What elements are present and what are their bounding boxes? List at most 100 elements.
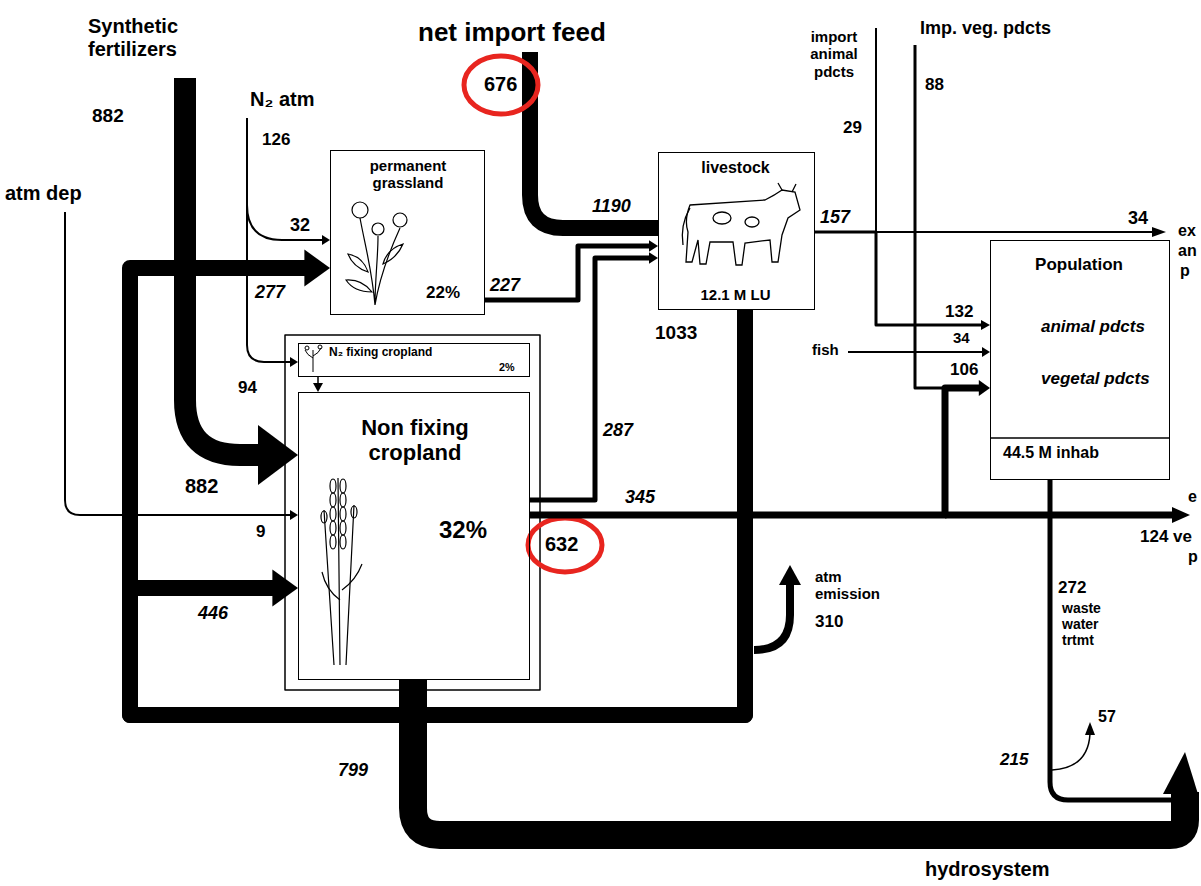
text-slot: Non fixing cropland: [335, 415, 495, 466]
flow-line: [815, 232, 983, 325]
arrowhead: [981, 320, 990, 330]
text-slot: 272: [1058, 578, 1086, 598]
text-slot: N₂ fixing cropland: [329, 346, 432, 360]
flow-value: 215: [1000, 750, 1028, 770]
legume-icon: [305, 345, 322, 372]
treatment-flow: [1052, 734, 1090, 770]
text-slot: vegetal pdcts: [1041, 369, 1150, 389]
cropland-frame: [285, 335, 540, 690]
text-slot: 446: [198, 603, 228, 624]
text-slot: 34: [1128, 208, 1148, 229]
text-slot: 277: [255, 282, 285, 303]
flow-name: fish: [812, 341, 839, 358]
text-slot: animal pdcts: [1041, 317, 1145, 337]
arrowhead: [1163, 752, 1198, 794]
flow-connector: [815, 232, 990, 330]
text-slot: Imp. veg. pdcts: [920, 18, 1051, 39]
flow-value: 106: [950, 360, 978, 380]
flow-value: 34: [953, 329, 970, 346]
import-feed-flow: [530, 52, 659, 228]
flow-line: [530, 258, 651, 500]
box-text: vegetal pdcts: [1041, 369, 1150, 389]
text-slot: p: [1188, 548, 1198, 566]
text-slot: p: [1180, 262, 1190, 280]
text-slot: atm dep: [5, 182, 82, 205]
text-slot: atm emission: [815, 568, 895, 603]
flow-name: p: [1180, 262, 1190, 280]
text-slot: 345: [625, 487, 655, 508]
text-slot: 1033: [655, 322, 697, 344]
text-slot: e: [1188, 488, 1197, 506]
text-slot: waste water trtmt: [1062, 600, 1120, 648]
text-slot: Synthetic fertilizers: [88, 15, 238, 61]
arrowhead: [979, 380, 990, 396]
arrowhead: [1085, 722, 1095, 735]
box-text: 32%: [439, 516, 487, 544]
flow-value: 882: [185, 475, 218, 498]
flow-connector: [313, 377, 323, 392]
flow-value: 124 ve: [1140, 527, 1192, 547]
text-slot: permanent grassland: [348, 157, 468, 192]
text-slot: import animal pdcts: [800, 28, 868, 80]
emission-flow: [754, 583, 790, 650]
text-slot: 215: [1000, 750, 1028, 770]
leaching-flow: [413, 680, 1185, 835]
text-slot: an: [1178, 242, 1197, 260]
flow-name: ex: [1178, 222, 1196, 240]
export-flow: [945, 512, 1173, 519]
arrowhead: [779, 565, 801, 585]
box-divider: [990, 437, 1170, 439]
text-slot: ex: [1178, 222, 1196, 240]
flow-name: Imp. veg. pdcts: [920, 18, 1051, 39]
text-slot: Population: [991, 255, 1167, 275]
box-title: Non fixing cropland: [335, 415, 495, 466]
deposition-flow: [65, 212, 291, 515]
text-slot: 132: [945, 302, 973, 322]
box-title: N₂ fixing cropland: [329, 346, 432, 360]
livestock-box: livestock12.1 M LU: [658, 152, 815, 310]
cropland-band: N₂ fixing cropland 2%: [298, 343, 530, 377]
cow-illustration: [682, 183, 800, 265]
flow-value: 132: [945, 302, 973, 322]
grass-illustration: [346, 202, 407, 305]
text-slot: 29: [843, 118, 862, 138]
box-title: permanent grassland: [348, 157, 468, 192]
text-slot: 799: [338, 760, 368, 781]
arrowhead: [649, 252, 658, 264]
flow-name: waste water trtmt: [1062, 600, 1120, 648]
arrowhead: [258, 425, 298, 485]
wheat-illustration: [321, 478, 362, 665]
arrowhead: [272, 570, 298, 607]
flow-value: 29: [843, 118, 862, 138]
flow-value: 345: [625, 487, 655, 508]
fixation-flow: [247, 205, 323, 240]
arrowhead: [982, 347, 990, 357]
text-slot: livestock: [659, 159, 812, 177]
box-text: 44.5 M inhab: [1003, 444, 1099, 462]
text-slot: 22%: [426, 283, 460, 303]
flow-value: 287: [603, 420, 633, 441]
text-slot: 32%: [439, 516, 487, 544]
flow-value: 1033: [655, 322, 697, 344]
text-slot: 2%: [499, 361, 515, 373]
flow-value: 632: [545, 533, 578, 556]
box-text: 22%: [426, 283, 460, 303]
text-slot: 126: [262, 130, 290, 150]
text-slot: 882: [185, 475, 218, 498]
box-text: 2%: [499, 361, 515, 373]
text-slot: 676: [484, 73, 517, 96]
text-slot: hydrosystem: [925, 858, 1050, 881]
import-flow: [875, 28, 877, 232]
flow-value: 34: [1128, 208, 1148, 229]
export-flow: [876, 231, 1153, 233]
flow-value: 277: [255, 282, 285, 303]
flow-name: p: [1188, 548, 1198, 566]
text-slot: 882: [92, 105, 124, 127]
flow-lines: [65, 28, 1185, 835]
fish-flow: [848, 351, 983, 353]
import-flow: [915, 45, 945, 388]
land-use-box: permanent grassland 22%: [330, 150, 485, 315]
text-slot: 57: [1098, 708, 1116, 726]
flow-value: 32: [290, 215, 310, 236]
